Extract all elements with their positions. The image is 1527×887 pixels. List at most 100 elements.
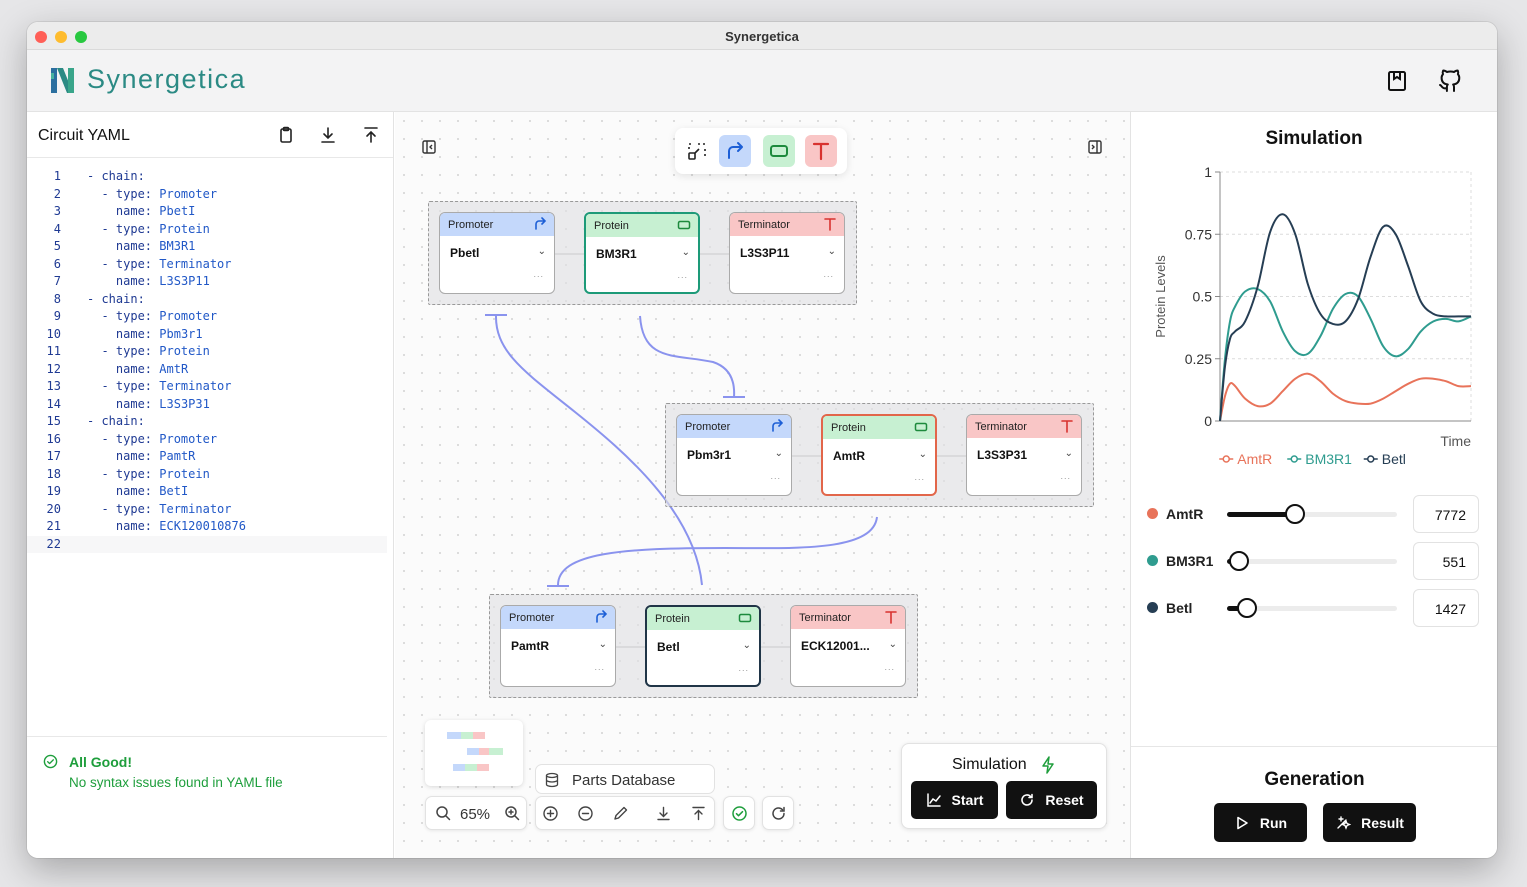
upload-icon[interactable]: [361, 125, 381, 145]
play-icon: [1237, 816, 1248, 829]
code-line: 18 - type: Protein: [46, 466, 210, 481]
series-color-dot: [1147, 508, 1158, 519]
remove-part-icon[interactable]: [577, 805, 594, 822]
start-simulation-button[interactable]: Start: [911, 781, 998, 819]
code-line: 21 name: ECK120010876: [46, 519, 246, 533]
result-button[interactable]: Result: [1323, 803, 1416, 842]
chevron-down-icon[interactable]: ⌄: [742, 640, 751, 651]
canvas-minimap[interactable]: [425, 720, 523, 786]
slider-fill: [1227, 512, 1295, 517]
y-tick-label: 1: [1204, 164, 1212, 180]
protein-node-selected[interactable]: Protein AmtR ⌄ ...: [821, 414, 937, 496]
collapse-left-panel-icon[interactable]: [421, 139, 437, 155]
lightning-icon: [1040, 756, 1056, 774]
circuit-canvas[interactable]: Promoter Pbetl ⌄ ... Protein BM3R1 ⌄ ...…: [395, 112, 1130, 858]
status-title: All Good!: [69, 754, 132, 770]
download-parts-icon[interactable]: [655, 805, 672, 822]
betl-slider[interactable]: [1227, 598, 1397, 618]
node-part-name: L3S3P31: [977, 448, 1028, 462]
circuit-chain[interactable]: Promoter Pbm3r1 ⌄ ... Protein AmtR ⌄ ...…: [665, 403, 1094, 507]
maximize-window-button[interactable]: [75, 31, 87, 43]
chevron-down-icon[interactable]: ⌄: [774, 448, 783, 459]
promoter-node[interactable]: Promoter PamtR ⌄ ...: [500, 605, 616, 687]
select-tool-icon[interactable]: [681, 135, 713, 167]
validate-button[interactable]: [723, 796, 755, 830]
circuit-chain[interactable]: Promoter Pbetl ⌄ ... Protein BM3R1 ⌄ ...…: [428, 201, 857, 305]
x-axis-label: Time: [1440, 433, 1471, 449]
chevron-down-icon[interactable]: ⌄: [598, 639, 607, 650]
promoter-node[interactable]: Promoter Pbm3r1 ⌄ ...: [676, 414, 792, 496]
protein-node-selected[interactable]: Protein Betl ⌄ ...: [645, 605, 761, 687]
y-tick-label: 0.25: [1185, 351, 1212, 367]
close-window-button[interactable]: [35, 31, 47, 43]
legend-marker: [1222, 455, 1230, 463]
github-icon[interactable]: [1438, 69, 1462, 93]
reset-simulation-button[interactable]: Reset: [1006, 781, 1097, 819]
promoter-node[interactable]: Promoter Pbetl ⌄ ...: [439, 212, 555, 294]
chevron-down-icon[interactable]: ⌄: [537, 246, 546, 257]
node-more[interactable]: ...: [770, 471, 781, 481]
add-promoter-tool-icon[interactable]: [719, 135, 751, 167]
slider-row-bm3r1: BM3R1 551: [1131, 542, 1497, 582]
node-more[interactable]: ...: [1060, 471, 1071, 481]
collapse-right-panel-icon[interactable]: [1087, 139, 1103, 155]
code-line: 8- chain:: [53, 291, 145, 306]
betl-value-input[interactable]: 1427: [1413, 589, 1479, 627]
yaml-status: All Good! No syntax issues found in YAML…: [27, 736, 387, 858]
add-terminator-tool-icon[interactable]: [805, 135, 837, 167]
code-line: 15- chain:: [46, 414, 145, 428]
protein-node-selected[interactable]: Protein BM3R1 ⌄ ...: [584, 212, 700, 294]
run-button[interactable]: Run: [1214, 803, 1307, 842]
amtr-value-input[interactable]: 7772: [1413, 495, 1479, 533]
slider-thumb[interactable]: [1285, 504, 1305, 524]
app-header: Synergetica: [27, 50, 1497, 112]
terminator-node[interactable]: Terminator ECK12001... ⌄ ...: [790, 605, 906, 687]
series-color-dot: [1147, 602, 1158, 613]
series-line-amtr: [1219, 372, 1472, 422]
download-icon[interactable]: [318, 125, 338, 145]
parts-database-header[interactable]: Parts Database: [535, 764, 715, 794]
code-line: 11 - type: Protein: [46, 344, 210, 358]
yaml-code-area[interactable]: 1- chain: 2 - type: Promoter 3 name: Pbe…: [27, 158, 387, 736]
chevron-down-icon[interactable]: ⌄: [888, 639, 897, 650]
slider-thumb[interactable]: [1228, 551, 1249, 571]
terminator-t-icon: [884, 610, 898, 624]
edit-pencil-icon[interactable]: [612, 805, 629, 822]
node-more[interactable]: ...: [677, 270, 688, 280]
chart-line-icon: [926, 793, 941, 807]
minimize-window-button[interactable]: [55, 31, 67, 43]
add-protein-tool-icon[interactable]: [763, 135, 795, 167]
node-more[interactable]: ...: [823, 269, 834, 279]
slider-label: Betl: [1166, 600, 1193, 616]
chevron-down-icon[interactable]: ⌄: [681, 247, 690, 258]
legend-label: Betl: [1382, 451, 1406, 467]
series-line-betl: [1219, 213, 1472, 422]
upload-parts-icon[interactable]: [690, 805, 707, 822]
zoom-in-icon[interactable]: [504, 805, 520, 821]
terminator-node[interactable]: Terminator L3S3P31 ⌄ ...: [966, 414, 1082, 496]
chevron-down-icon[interactable]: ⌄: [827, 246, 836, 257]
refresh-button[interactable]: [762, 796, 794, 830]
bm3r1-value-input[interactable]: 551: [1413, 542, 1479, 580]
node-more[interactable]: ...: [594, 662, 605, 672]
docs-book-icon[interactable]: [1385, 69, 1409, 93]
terminator-node[interactable]: Terminator L3S3P11 ⌄ ...: [729, 212, 845, 294]
node-more[interactable]: ...: [738, 663, 749, 673]
bm3r1-slider[interactable]: [1227, 551, 1397, 571]
slider-thumb[interactable]: [1237, 598, 1258, 618]
check-circle-icon: [43, 754, 58, 769]
node-more[interactable]: ...: [914, 472, 925, 482]
circuit-chain[interactable]: Promoter PamtR ⌄ ... Protein Betl ⌄ ... …: [489, 594, 918, 698]
node-more[interactable]: ...: [884, 662, 895, 672]
add-part-icon[interactable]: [542, 805, 559, 822]
slider-label: AmtR: [1166, 506, 1204, 522]
y-axis-label: Protein Levels: [1153, 255, 1168, 338]
chevron-down-icon[interactable]: ⌄: [918, 449, 927, 460]
node-type: Protein: [647, 607, 759, 630]
clipboard-icon[interactable]: [276, 125, 296, 145]
zoom-out-icon[interactable]: [435, 805, 451, 821]
amtr-slider[interactable]: [1227, 504, 1397, 524]
code-line: 3 name: PbetI: [53, 204, 196, 218]
chevron-down-icon[interactable]: ⌄: [1064, 448, 1073, 459]
node-more[interactable]: ...: [533, 269, 544, 279]
